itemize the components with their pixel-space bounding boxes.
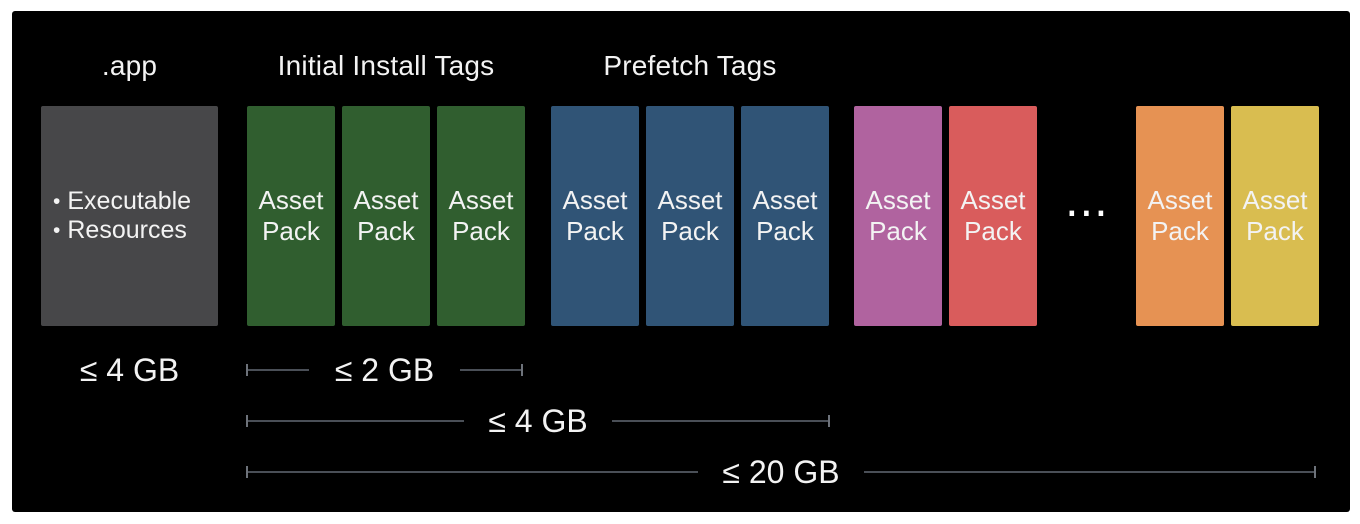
prefetch-size-measure: ≤ 4 GB <box>246 402 830 440</box>
app-bundle-item-executable: • Executable <box>53 187 218 216</box>
measure-line <box>248 420 465 422</box>
initial-install-size-label: ≤ 2 GB <box>334 352 435 388</box>
app-bundle-header: .app <box>101 50 158 81</box>
measure-tick <box>246 364 248 376</box>
asset-pack-label: Asset <box>1147 185 1213 216</box>
app-bundle-item-label: Resources <box>67 216 187 244</box>
measure-line <box>863 471 1315 473</box>
initial-install-tags-header: Initial Install Tags <box>277 50 495 81</box>
measure-line <box>248 369 309 371</box>
asset-pack-ondemand-1: Asset Pack <box>854 106 942 326</box>
asset-pack-label: Pack <box>964 216 1022 246</box>
asset-pack-ondemand-3: Asset Pack <box>1136 106 1224 326</box>
asset-pack-label: Pack <box>661 216 719 246</box>
asset-pack-label: Asset <box>960 185 1026 216</box>
measure-tick <box>521 364 523 376</box>
asset-pack-label: Asset <box>1242 185 1308 216</box>
asset-pack-label: Asset <box>657 185 723 216</box>
prefetch-size-label: ≤ 4 GB <box>488 403 588 439</box>
asset-pack-prefetch-3: Asset Pack <box>741 106 829 326</box>
asset-pack-label: Pack <box>756 216 814 246</box>
total-size-measure: ≤ 20 GB <box>246 453 1317 491</box>
asset-pack-label: Pack <box>262 216 320 246</box>
asset-pack-label: Pack <box>566 216 624 246</box>
app-bundle-box: • Executable • Resources <box>41 106 218 326</box>
app-size-label: ≤ 4 GB <box>79 352 180 388</box>
total-size-label: ≤ 20 GB <box>722 454 840 490</box>
measure-line <box>611 420 828 422</box>
asset-pack-label: Asset <box>865 185 931 216</box>
asset-pack-label: Pack <box>1246 216 1304 246</box>
asset-pack-label: Pack <box>869 216 927 246</box>
asset-pack-label: Asset <box>562 185 628 216</box>
measure-tick <box>246 415 248 427</box>
asset-pack-label: Asset <box>448 185 514 216</box>
asset-pack-label: Asset <box>258 185 324 216</box>
bullet-icon: • <box>53 190 61 213</box>
bullet-icon: • <box>53 219 61 242</box>
asset-pack-label: Asset <box>353 185 419 216</box>
initial-install-size-measure: ≤ 2 GB <box>246 351 523 389</box>
asset-pack-initial-2: Asset Pack <box>342 106 430 326</box>
asset-pack-label: Asset <box>752 185 818 216</box>
asset-pack-prefetch-1: Asset Pack <box>551 106 639 326</box>
measure-tick <box>246 466 248 478</box>
asset-pack-initial-3: Asset Pack <box>437 106 525 326</box>
measure-line <box>460 369 521 371</box>
measure-tick <box>828 415 830 427</box>
app-bundle-item-label: Executable <box>67 187 192 215</box>
asset-pack-label: Pack <box>1151 216 1209 246</box>
prefetch-tags-header: Prefetch Tags <box>603 50 777 81</box>
asset-pack-label: Pack <box>452 216 510 246</box>
asset-pack-ondemand-4: Asset Pack <box>1231 106 1319 326</box>
asset-pack-label: Pack <box>357 216 415 246</box>
asset-pack-initial-1: Asset Pack <box>247 106 335 326</box>
measure-tick <box>1314 466 1317 478</box>
asset-pack-prefetch-2: Asset Pack <box>646 106 734 326</box>
measure-line <box>248 471 699 473</box>
ellipsis-icon: ⋯ <box>1064 188 1109 237</box>
app-bundle-item-resources: • Resources <box>53 216 218 245</box>
asset-pack-ondemand-2: Asset Pack <box>949 106 1037 326</box>
